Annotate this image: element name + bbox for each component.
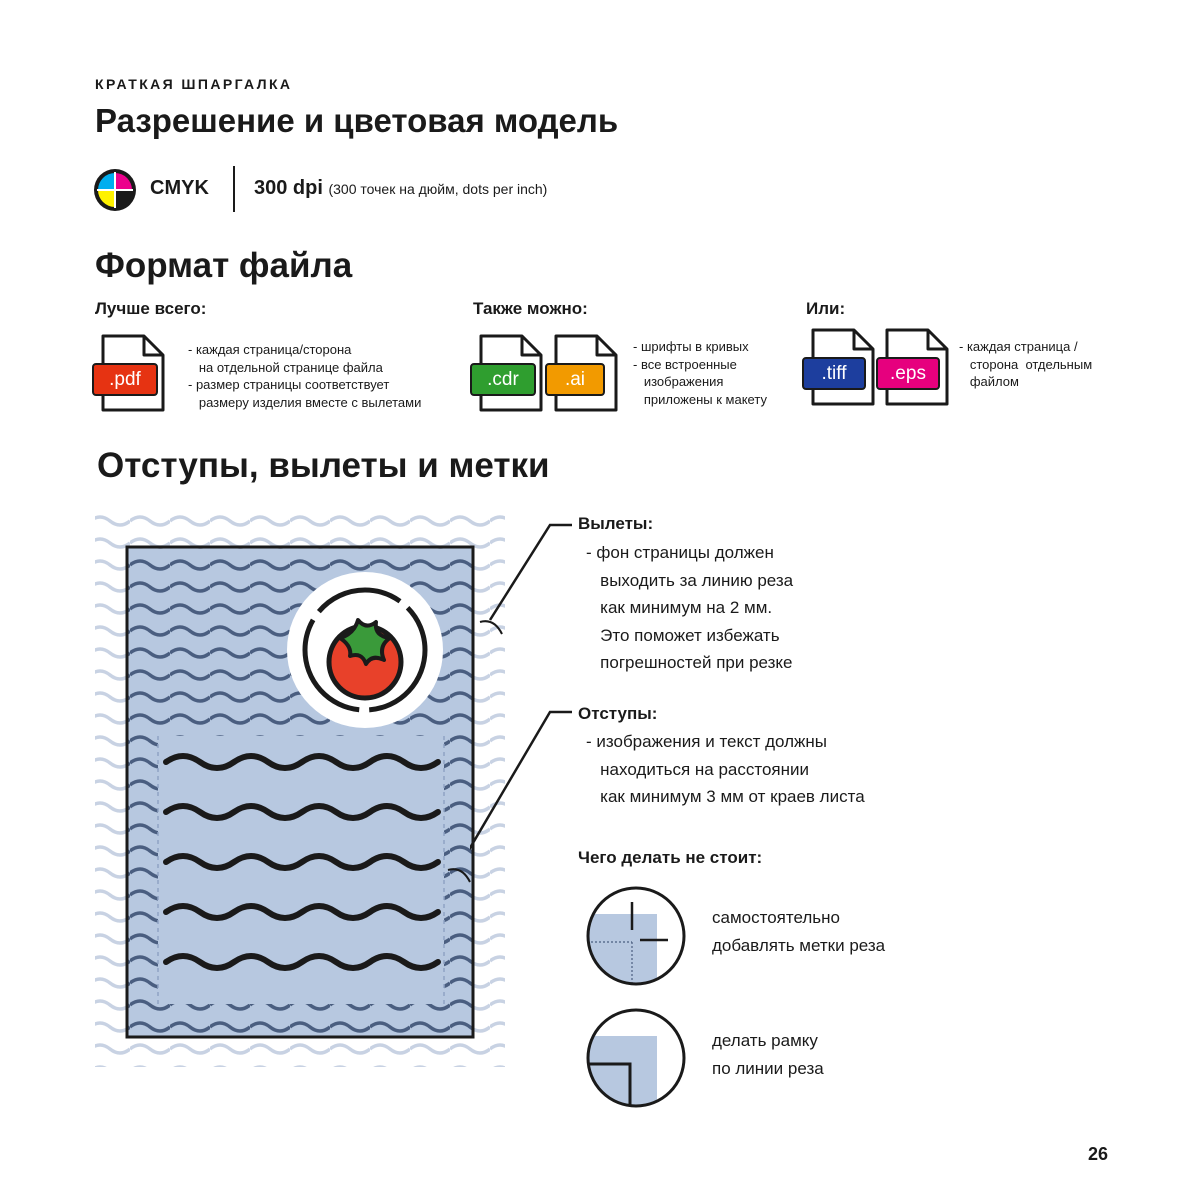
crop-marks-icon	[586, 886, 686, 986]
format-notes: - каждая страница/сторона на отдельной с…	[188, 342, 422, 410]
dpi-value: 300 dpi	[254, 177, 323, 199]
bleed-text: - фон страницы должен выходить за линию …	[586, 543, 794, 672]
eps-file-icon: .eps	[876, 327, 950, 407]
dont-item-text: самостоятельно добавлять метки реза	[712, 908, 886, 955]
bleed-title: Вылеты:	[578, 514, 654, 533]
content-wave-lines	[163, 753, 441, 971]
file-extension-badge: .pdf	[92, 363, 158, 396]
format-group-heading: Лучше всего:	[95, 299, 207, 318]
dont-title: Чего делать не стоит:	[578, 848, 763, 867]
format-group-heading: Также можно:	[473, 299, 588, 318]
page-number: 26	[1087, 1144, 1108, 1164]
tiff-file-icon: .tiff	[802, 327, 876, 407]
format-notes: - шрифты в кривых - все встроенные изобр…	[633, 339, 767, 407]
file-extension-badge: .ai	[545, 363, 605, 396]
cdr-file-icon: .cdr	[470, 333, 544, 413]
cut-frame-icon	[586, 1008, 686, 1108]
safe-text: - изображения и текст должны находиться …	[586, 732, 865, 806]
tomato-icon	[287, 572, 443, 728]
divider	[233, 166, 235, 212]
margins-title: Отступы, вылеты и метки	[97, 446, 550, 485]
format-group-heading: Или:	[806, 299, 846, 318]
layout-illustration	[95, 515, 505, 1067]
pdf-file-icon: .pdf	[92, 333, 166, 413]
format-notes: - каждая страница / сторона отдельным фа…	[959, 339, 1093, 389]
cmyk-icon	[94, 169, 136, 211]
file-extension-badge: .eps	[876, 357, 940, 390]
dont-item-text: делать рамку по линии реза	[712, 1031, 824, 1078]
dpi-note: (300 точек на дюйм, dots per inch)	[328, 181, 548, 197]
color-model-label: CMYK	[150, 177, 209, 199]
callout-lines	[470, 523, 572, 851]
eyebrow-label: КРАТКАЯ ШПАРГАЛКА	[95, 76, 293, 92]
file-extension-badge: .cdr	[470, 363, 536, 396]
ai-file-icon: .ai	[545, 333, 619, 413]
file-extension-badge: .tiff	[802, 357, 866, 390]
resolution-label: 300 dpi (300 точек на дюйм, dots per inc…	[254, 177, 547, 200]
page-title: Разрешение и цветовая модель	[95, 102, 619, 139]
safe-title: Отступы:	[578, 704, 658, 723]
format-title: Формат файла	[95, 246, 353, 285]
